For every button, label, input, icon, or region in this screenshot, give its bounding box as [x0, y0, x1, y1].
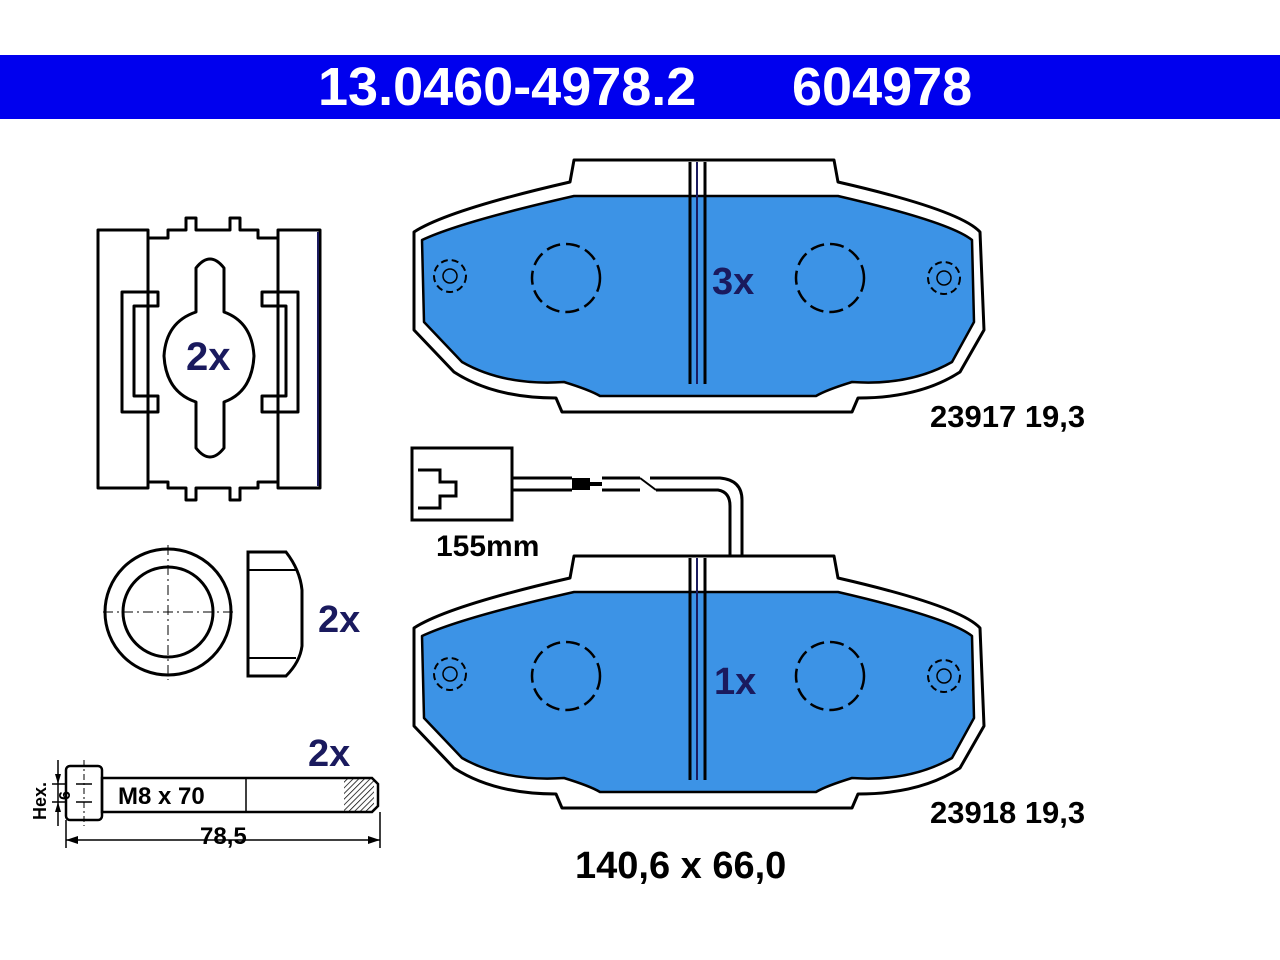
bolt-thread-label: M8 x 70	[118, 783, 205, 810]
washer-quantity: 2x	[318, 599, 360, 641]
brake-pad-bottom	[412, 554, 986, 810]
bolt-hex-label: Hex.	[30, 782, 50, 820]
brake-pad-top	[412, 158, 986, 414]
header-bar: 13.0460-4978.2 604978	[0, 55, 1280, 119]
pad-bottom-code: 23918 19,3	[930, 795, 1085, 830]
bolt-quantity: 2x	[308, 733, 350, 775]
bolt-length-label: 78,5	[200, 823, 247, 850]
pad-bottom-quantity: 1x	[714, 661, 756, 703]
anti-rattle-clip	[96, 216, 322, 502]
bolt	[52, 760, 381, 848]
bushing-washer	[103, 545, 304, 680]
pad-top-code: 23917 19,3	[930, 399, 1085, 434]
wear-sensor	[410, 446, 744, 566]
bolt-hex-size: 6	[57, 791, 74, 800]
part-number: 13.0460-4978.2	[318, 57, 697, 117]
pad-dimensions: 140,6 x 66,0	[575, 845, 786, 887]
reference-number: 604978	[792, 57, 973, 117]
pad-top-quantity: 3x	[712, 261, 754, 303]
clip-quantity: 2x	[186, 335, 231, 379]
sensor-length-label: 155mm	[436, 530, 539, 563]
